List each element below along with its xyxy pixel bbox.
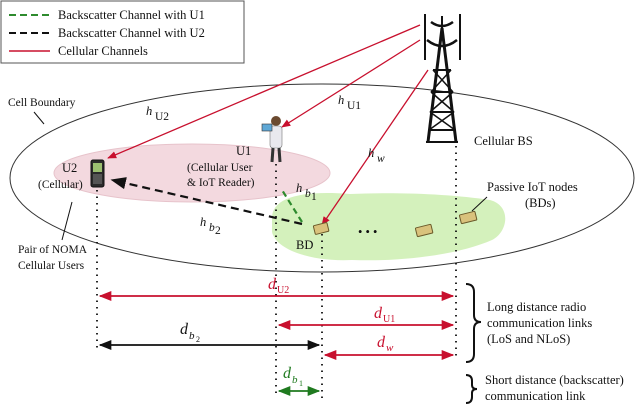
label-dU2: d U2 — [268, 276, 289, 296]
label-dw: d w — [377, 334, 394, 354]
person-icon — [261, 116, 283, 163]
label-hU2-sub: U2 — [155, 111, 169, 123]
label-dU1-main: d — [374, 305, 383, 322]
label-db1-main: d — [283, 365, 292, 382]
label-dU2-sub: U2 — [277, 285, 289, 296]
cellular-tower-icon — [424, 14, 461, 143]
label-db1-subsub: 1 — [299, 379, 303, 388]
passive-iot-label-line2: (BDs) — [525, 196, 556, 210]
passive-iot-region — [272, 193, 506, 261]
legend-label-u1: Backscatter Channel with U1 — [58, 8, 205, 22]
label-db2-main: d — [180, 321, 189, 338]
bd-chip-icon — [312, 222, 330, 235]
short-link-line1: Short distance (backscatter) — [485, 373, 624, 387]
label-db1: d b 1 — [283, 365, 303, 388]
label-hU2: h U2 — [146, 104, 169, 123]
label-hw-sub: w — [377, 153, 385, 165]
label-hb2-main: h — [200, 215, 206, 229]
label-dU1: d U1 — [374, 305, 395, 325]
label-hb2-subsub: 2 — [215, 225, 221, 237]
label-db2-sub: b — [189, 330, 195, 342]
label-hb1: h b 1 — [296, 181, 317, 203]
label-hw-main: h — [368, 146, 374, 160]
backscatter-line-u2 — [110, 177, 303, 226]
label-dU1-sub: U1 — [383, 314, 395, 325]
label-hU1-sub: U1 — [347, 100, 361, 112]
legend-label-cellular: Cellular Channels — [58, 44, 148, 58]
brace-long — [465, 283, 482, 363]
label-hU2-main: h — [146, 104, 152, 118]
noma-label-line1: Pair of NOMA — [18, 244, 88, 256]
u1-sub-line2: & IoT Reader) — [187, 177, 255, 189]
channel-line-hU2 — [107, 24, 421, 159]
label-hb2-sub: b — [209, 222, 215, 234]
bd-dots: • • • — [358, 225, 377, 239]
label-dw-sub: w — [386, 342, 394, 354]
legend-label-u2: Backscatter Channel with U2 — [58, 26, 205, 40]
brace-short — [465, 374, 478, 404]
bd-label: BD — [296, 238, 313, 252]
bd-chip-icon — [458, 210, 478, 225]
bd-chip-icon — [414, 223, 434, 238]
u2-name: U2 — [62, 161, 77, 175]
passive-iot-pointer — [471, 196, 488, 212]
label-dw-main: d — [377, 334, 386, 351]
cell-boundary-label: Cell Boundary — [8, 97, 76, 109]
cellular-bs-label: Cellular BS — [474, 134, 533, 148]
label-db2: d b 2 — [180, 321, 200, 344]
label-hb1-main: h — [296, 181, 302, 195]
short-link-line2: communication link — [485, 389, 586, 403]
label-hb1-sub: b — [305, 188, 311, 200]
backscatter-line-u1 — [281, 189, 303, 223]
phone-icon — [90, 159, 105, 188]
label-hU1-main: h — [338, 93, 344, 107]
cell-boundary-pointer — [33, 111, 45, 125]
label-dU2-main: d — [268, 276, 277, 293]
passive-iot-label-line1: Passive IoT nodes — [487, 180, 578, 194]
label-hU1: h U1 — [338, 93, 361, 112]
u1-sub-line1: (Cellular User — [187, 162, 253, 174]
cell-boundary — [9, 83, 635, 273]
long-link-line3: (LoS and NLoS) — [487, 332, 570, 346]
label-db1-sub: b — [292, 374, 298, 386]
legend: Backscatter Channel with U1 Backscatter … — [0, 0, 245, 64]
u1-name: U1 — [236, 144, 251, 158]
long-link-line2: communication links — [487, 316, 592, 330]
channel-line-hw — [321, 69, 429, 226]
long-link-line1: Long distance radio — [487, 300, 586, 314]
label-hw: h w — [368, 146, 385, 165]
channel-line-hU1 — [281, 39, 421, 128]
label-db2-subsub: 2 — [196, 335, 200, 344]
label-hb2: h b 2 — [200, 215, 221, 237]
noma-label-line2: Cellular Users — [18, 260, 85, 272]
label-hb1-subsub: 1 — [311, 191, 317, 203]
noma-pointer — [61, 201, 73, 241]
u2-sub: (Cellular) — [38, 179, 83, 191]
